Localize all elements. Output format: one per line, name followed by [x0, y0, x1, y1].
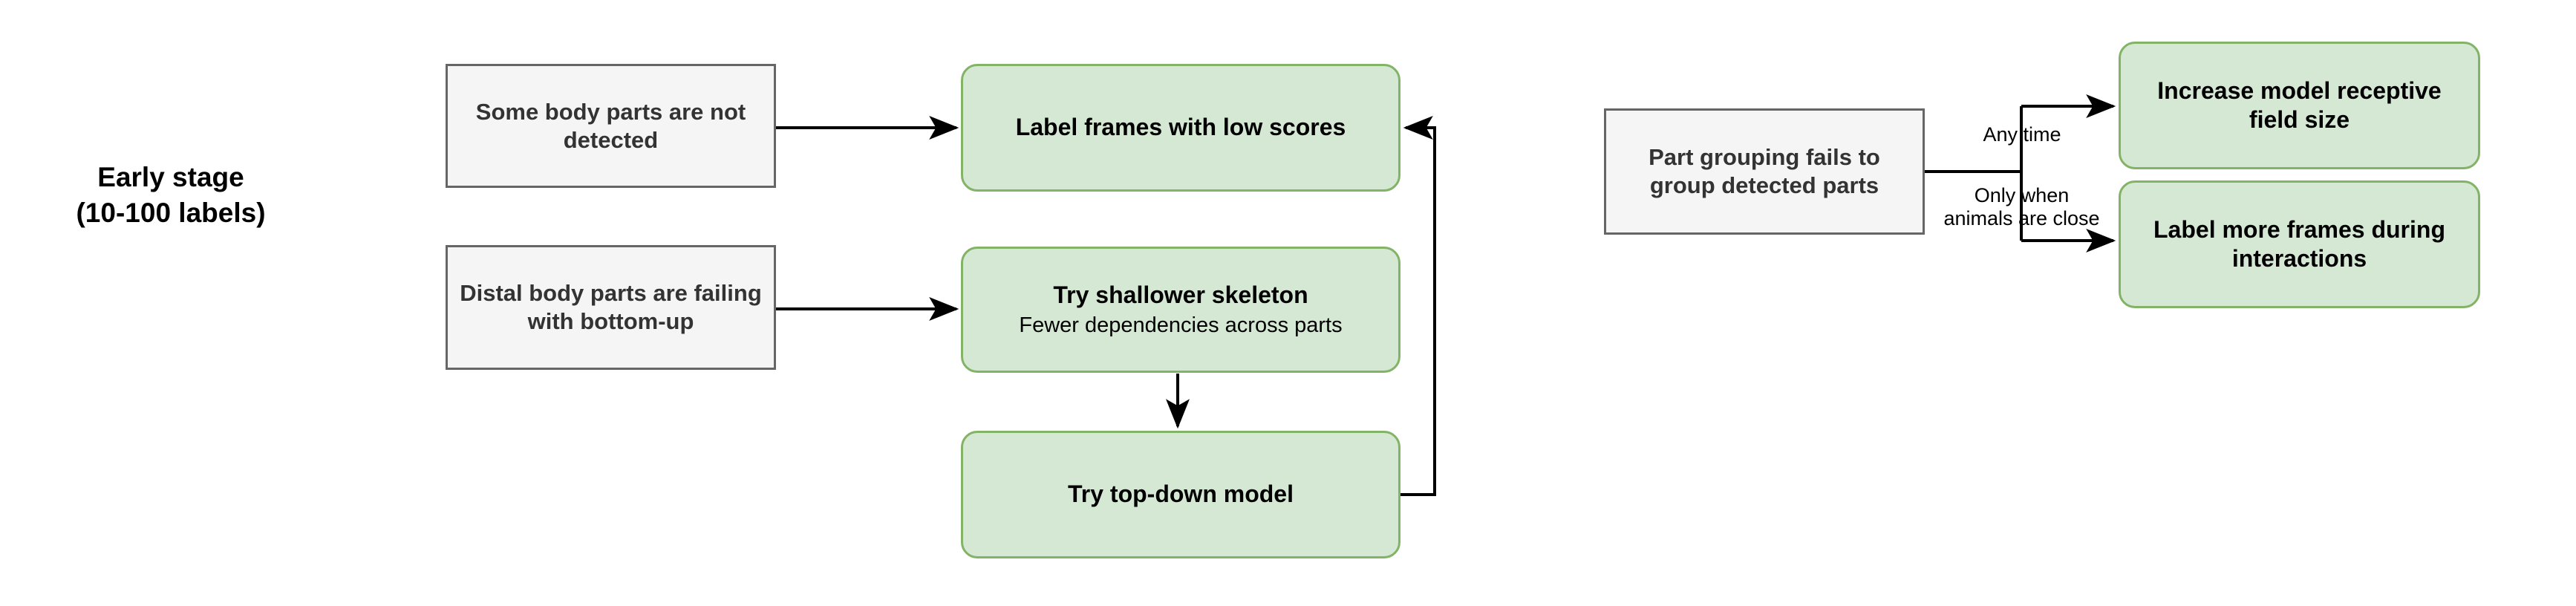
- node-action-label-low-scores-title: Label frames with low scores: [1015, 114, 1346, 141]
- node-action-top-down-title: Try top-down model: [1068, 480, 1294, 508]
- edge-label-only-when-animals-are-close: Only when animals are close: [1923, 184, 2120, 230]
- node-problem-distal-parts[interactable]: Distal body parts are failing with botto…: [446, 245, 776, 370]
- edge-label-only-when-line-1: Only when: [1974, 184, 2070, 206]
- node-action-label-interactions[interactable]: Label more frames during interactions: [2119, 180, 2480, 308]
- stage-label: Early stage (10-100 labels): [45, 160, 297, 231]
- stage-label-line-1: Early stage: [97, 162, 244, 192]
- node-action-shallower-skeleton-title: Try shallower skeleton: [1053, 281, 1308, 308]
- node-problem-missing-parts-text: Some body parts are not detected: [475, 98, 746, 153]
- node-action-receptive-field[interactable]: Increase model receptive field size: [2119, 42, 2480, 169]
- node-action-shallower-skeleton[interactable]: Try shallower skeleton Fewer dependencie…: [961, 247, 1401, 373]
- node-action-top-down[interactable]: Try top-down model: [961, 431, 1401, 558]
- node-problem-part-grouping-text: Part grouping fails to group detected pa…: [1649, 144, 1880, 198]
- edge-label-any-time-text: Any time: [1983, 123, 2061, 146]
- node-problem-missing-parts[interactable]: Some body parts are not detected: [446, 64, 776, 188]
- node-action-label-low-scores[interactable]: Label frames with low scores: [961, 64, 1401, 192]
- node-action-receptive-field-title: Increase model receptive field size: [2157, 76, 2442, 133]
- node-action-label-interactions-title: Label more frames during interactions: [2153, 215, 2445, 272]
- edge-label-any-time: Any time: [1937, 123, 2107, 146]
- edge-top-down-to-label-low-scores-feedback: [1400, 116, 1436, 496]
- node-action-shallower-skeleton-subtitle: Fewer dependencies across parts: [1019, 313, 1343, 337]
- stage-label-line-2: (10-100 labels): [76, 198, 266, 229]
- edge-label-only-when-line-2: animals are close: [1943, 207, 2100, 230]
- node-problem-part-grouping[interactable]: Part grouping fails to group detected pa…: [1604, 108, 1925, 235]
- node-problem-distal-parts-text: Distal body parts are failing with botto…: [460, 280, 762, 334]
